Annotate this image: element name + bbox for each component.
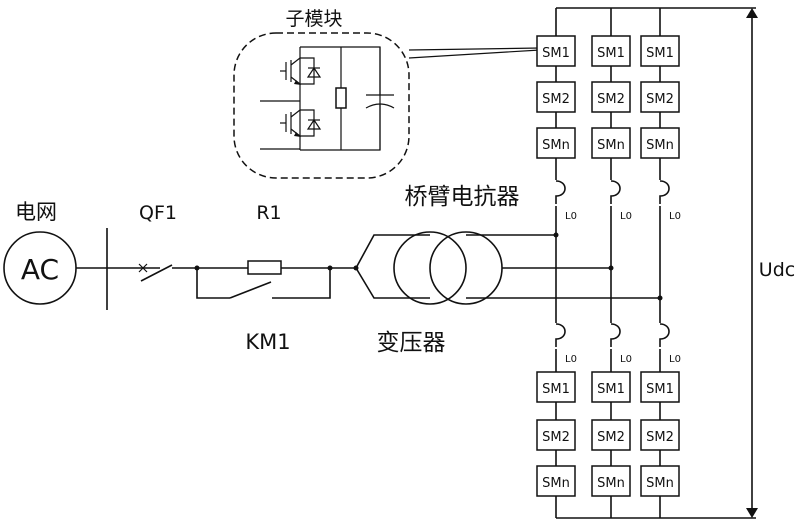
- upper-igbt-icon: [280, 57, 301, 85]
- reactor-label: L0: [565, 354, 577, 365]
- submodule-label: SM1: [646, 382, 674, 397]
- submodule-box: [536, 371, 576, 403]
- reactor-gap: [659, 323, 673, 349]
- grid-label: 电网: [15, 200, 57, 224]
- submodule-callout-pointer: [408, 47, 541, 59]
- submodule-label: SM2: [542, 430, 570, 445]
- ac-source: AC 电网: [3, 200, 77, 305]
- arm-reactor-label: 桥臂电抗器: [405, 184, 520, 210]
- submodule-label: SM2: [597, 430, 625, 445]
- submodule-label: SM1: [542, 46, 570, 61]
- submodule-label: SM2: [646, 92, 674, 107]
- resistor-r1: R1: [247, 202, 282, 275]
- udc-label: Udc: [759, 259, 795, 281]
- submodule-capacitor: [365, 47, 395, 150]
- submodule-label: SM1: [542, 382, 570, 397]
- submodule-label: SMn: [597, 476, 625, 491]
- submodule-box: [640, 419, 680, 451]
- submodule-box: [591, 465, 631, 497]
- reactor-label: L0: [620, 354, 632, 365]
- submodule-dc-rails: [300, 46, 381, 151]
- submodule-box: [640, 465, 680, 497]
- submodule-box: [640, 127, 680, 159]
- reactor-gap: [610, 323, 624, 349]
- primary-lead-bottom: [355, 267, 430, 299]
- phase-a-midpoint-dot: [553, 232, 559, 238]
- bypass-wire-right: [272, 268, 331, 299]
- dc-voltage-indicator: Udc: [680, 7, 797, 519]
- submodule-box: [640, 371, 680, 403]
- transformer: 变压器: [353, 231, 503, 356]
- submodule-dashed-outline: [233, 32, 410, 179]
- reactor-label: L0: [620, 211, 632, 222]
- udc-arrow-up: [746, 8, 758, 18]
- primary-lead-top: [355, 234, 430, 269]
- reactor-coil-icon: [610, 180, 621, 204]
- reactor-gap: [659, 180, 673, 206]
- submodule-label: SM2: [597, 92, 625, 107]
- breaker-qf1: QF1: [138, 202, 177, 282]
- submodule-label: SMn: [542, 138, 570, 153]
- transformer-primary-winding: [393, 231, 467, 305]
- phase-b-midpoint-dot: [608, 265, 614, 271]
- submodule-box: [591, 81, 631, 113]
- submodule-box: [591, 35, 631, 67]
- lower-diode-icon: [300, 109, 322, 137]
- resistor-body: [247, 260, 282, 275]
- submodule-box: [536, 127, 576, 159]
- submodule-box: [591, 127, 631, 159]
- submodule-box: [536, 35, 576, 67]
- reactor-coil-icon: [555, 180, 566, 204]
- breaker-cross-mark: [138, 263, 148, 273]
- contactor-km1: KM1: [196, 268, 331, 354]
- lower-igbt-icon: [280, 109, 301, 137]
- submodule-resistor: [335, 47, 347, 150]
- submodule-box: [640, 35, 680, 67]
- submodule-box: [591, 419, 631, 451]
- submodule-box: [640, 81, 680, 113]
- ac-source-label: AC: [21, 253, 59, 286]
- submodule-box: [536, 465, 576, 497]
- bypass-wire-left: [196, 268, 230, 299]
- submodule-label: SMn: [597, 138, 625, 153]
- reactor-coil-icon: [659, 180, 670, 204]
- phase-c-midpoint-dot: [657, 295, 663, 301]
- contactor-blade: [229, 281, 272, 299]
- submodule-box: [536, 81, 576, 113]
- submodule-label: SM2: [542, 92, 570, 107]
- submodule-label: SMn: [646, 138, 674, 153]
- submodule-title: 子模块: [285, 8, 342, 30]
- contactor-label: KM1: [245, 330, 290, 354]
- submodule-label: SMn: [542, 476, 570, 491]
- reactor-gap: [555, 180, 569, 206]
- submodule-box: [591, 371, 631, 403]
- reactor-label: L0: [669, 211, 681, 222]
- udc-arrow-down: [746, 508, 758, 518]
- submodule-label: SM1: [646, 46, 674, 61]
- breaker-blade: [140, 264, 173, 282]
- reactor-gap: [555, 323, 569, 349]
- reactor-coil-icon: [610, 323, 621, 347]
- reactor-coil-icon: [555, 323, 566, 347]
- reactor-label: L0: [669, 354, 681, 365]
- submodule-box: [536, 419, 576, 451]
- reactor-gap: [610, 180, 624, 206]
- transformer-label: 变压器: [377, 330, 446, 356]
- converter-legs: SM1SM2SMnSM1SM2SMnL0L0SM1SM2SMnSM1SM2SMn…: [536, 7, 681, 519]
- submodule-detail: 子模块: [233, 8, 541, 179]
- submodule-label: SMn: [646, 476, 674, 491]
- breaker-label: QF1: [139, 202, 177, 224]
- resistor-label: R1: [256, 202, 281, 224]
- submodule-label: SM2: [646, 430, 674, 445]
- submodule-label: SM1: [597, 46, 625, 61]
- reactor-coil-icon: [659, 323, 670, 347]
- reactor-label: L0: [565, 211, 577, 222]
- upper-diode-icon: [300, 57, 322, 85]
- submodule-label: SM1: [597, 382, 625, 397]
- udc-label-bg: [755, 252, 797, 282]
